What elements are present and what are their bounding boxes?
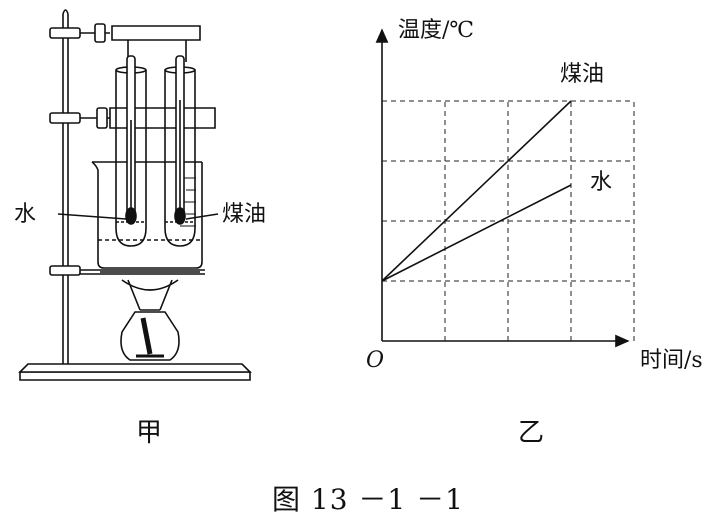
- wire-gauze: [100, 271, 200, 311]
- figure-caption: 图 13 －1 －1: [272, 483, 464, 516]
- y-axis-label: 温度/℃: [398, 18, 475, 43]
- thermometer-water: [125, 55, 137, 225]
- stand-rod: [62, 9, 69, 364]
- series-lines: [381, 100, 572, 282]
- middle-clamp: [49, 107, 216, 129]
- water-leader-line: [57, 213, 127, 220]
- label-water: 水: [14, 202, 37, 227]
- origin-label: O: [366, 348, 385, 373]
- alcohol-burner: [120, 311, 180, 361]
- ring-clamp: [49, 265, 205, 276]
- kerosene-leader-line: [185, 213, 219, 220]
- heating-apparatus-illustration: [18, 9, 252, 381]
- x-axis-label: 时间/s: [640, 348, 703, 373]
- stand-base: [18, 363, 252, 381]
- series-line-water: [381, 184, 572, 282]
- temperature-time-graph: [375, 28, 635, 348]
- sublabel-right: 乙: [518, 418, 545, 448]
- dashed-grid: [382, 100, 635, 341]
- label-kerosene: 煤油: [222, 202, 267, 227]
- series-label-kerosene: 煤油: [560, 62, 605, 87]
- series-label-water: 水: [590, 170, 613, 195]
- series-line-kerosene: [381, 100, 572, 282]
- thermometer-kerosene: [174, 55, 186, 225]
- sublabel-left: 甲: [136, 418, 163, 448]
